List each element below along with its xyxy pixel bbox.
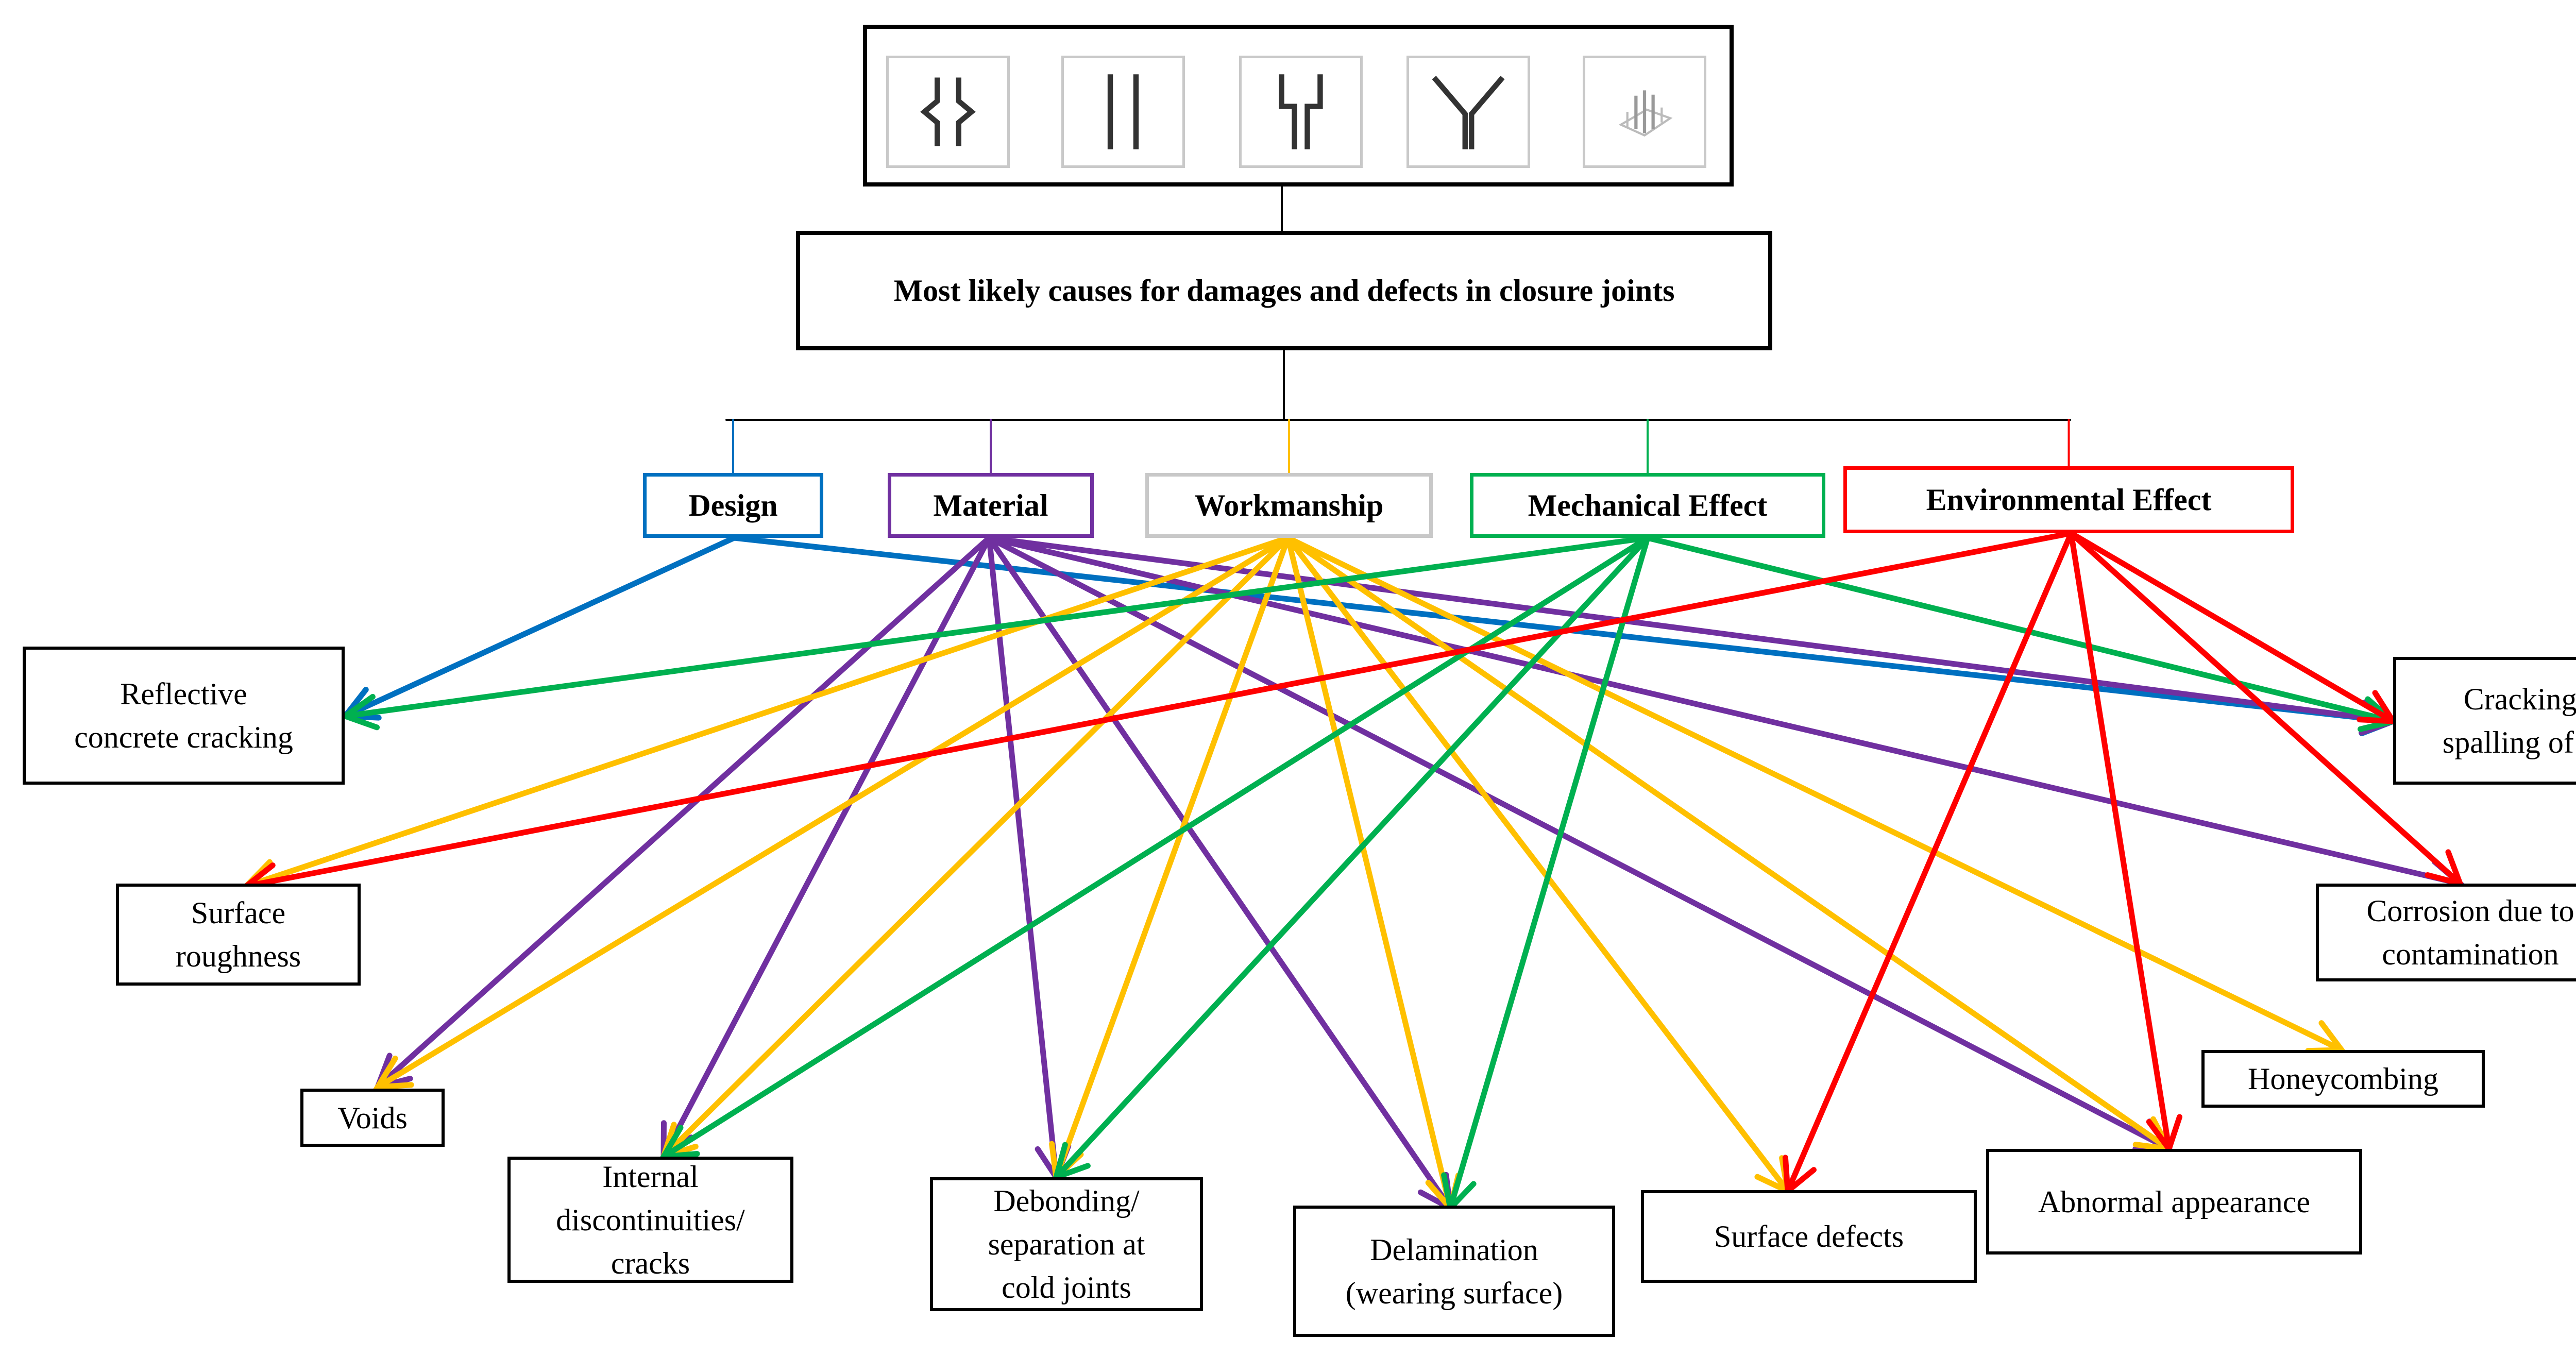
cause-box-material: Material (888, 473, 1094, 538)
cause-box-environmental: Environmental Effect (1843, 466, 2294, 533)
arrow-material-to-delamination (986, 535, 1454, 1213)
arrow-mechanical-to-cracking_spalling (1645, 535, 2399, 732)
effect-box-reflective: Reflective concrete cracking (23, 647, 345, 785)
effect-box-debonding: Debonding/ separation at cold joints (930, 1177, 1203, 1311)
effect-box-cracking-spalling: Cracking and spalling of cover (2393, 657, 2576, 785)
arrow-mechanical-to-reflective (339, 535, 1651, 731)
3d-joint-detail-icon (1583, 56, 1706, 168)
effect-box-voids: Voids (300, 1089, 445, 1147)
stepped-joint-icon (1239, 56, 1363, 168)
cause-box-workmanship: Workmanship (1145, 473, 1433, 538)
effect-box-abnormal: Abnormal appearance (1986, 1149, 2362, 1255)
arrow-environmental-to-surface_defects (1782, 530, 2074, 1197)
arrow-workmanship-to-honeycombing (1285, 535, 2347, 1054)
arrow-environmental-to-abnormal (2068, 530, 2183, 1155)
arrow-workmanship-to-abnormal (1285, 535, 2174, 1152)
cause-box-mechanical: Mechanical Effect (1470, 473, 1825, 538)
effect-box-delamination: Delamination (wearing surface) (1293, 1206, 1615, 1337)
female-female-joint-icon (886, 56, 1010, 168)
arrow-design-to-cracking_spalling (731, 535, 2399, 736)
cause-box-design: Design (643, 473, 823, 538)
arrow-mechanical-to-internal (658, 535, 1651, 1160)
effect-box-surface-defects: Surface defects (1641, 1190, 1977, 1283)
effect-box-roughness: Surface roughness (116, 884, 361, 986)
effect-box-internal: Internal discontinuities/ cracks (507, 1157, 793, 1283)
arrow-workmanship-to-voids (372, 535, 1291, 1091)
v-joint-icon (1406, 56, 1530, 168)
straight-joint-icon (1061, 56, 1185, 168)
arrow-material-to-internal (660, 535, 992, 1162)
diagram-title: Most likely causes for damages and defec… (796, 231, 1772, 350)
effect-box-corrosion: Corrosion due to contamination (2316, 884, 2576, 981)
effect-box-honeycombing: Honeycombing (2201, 1050, 2485, 1108)
